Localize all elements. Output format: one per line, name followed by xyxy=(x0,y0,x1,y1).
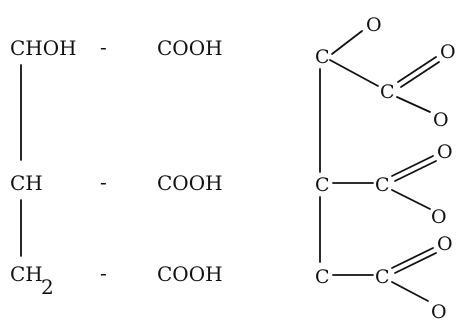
bottom-carbon: C xyxy=(315,266,330,288)
bond-top-c-ring-o xyxy=(331,30,363,55)
bond-middle-double-2 xyxy=(394,160,437,182)
right-structure: O C C O O C C O O C C O O xyxy=(315,14,456,322)
row1-acid: COOH xyxy=(157,36,223,60)
row3-dash: - xyxy=(100,261,107,285)
left-formula: CHOH - COOH CH - COOH CH 2 - COOH xyxy=(10,35,223,299)
middle-carbonyl-carbon: C xyxy=(375,174,390,196)
top-ring-oxygen: O xyxy=(366,14,382,36)
middle-double-o: O xyxy=(437,141,453,163)
bond-top-c-carbonyl xyxy=(329,59,379,87)
bond-bottom-single-o xyxy=(391,281,429,302)
bottom-carbonyl-carbon: C xyxy=(375,266,390,288)
row3-subscript: 2 xyxy=(41,275,54,299)
row1-dash: - xyxy=(100,35,107,59)
row2-dash: - xyxy=(100,170,107,194)
top-single-o: O xyxy=(433,109,449,131)
bond-top-double-1 xyxy=(397,56,437,83)
row2-group: CH xyxy=(10,171,43,195)
bottom-single-o: O xyxy=(431,301,447,322)
bond-middle-single-o xyxy=(391,189,431,210)
bond-middle-double-1 xyxy=(391,155,434,177)
bond-top-double-2 xyxy=(400,61,440,88)
top-double-o: O xyxy=(440,41,456,63)
bottom-double-o: O xyxy=(437,233,453,255)
row1-group: CHOH xyxy=(10,36,77,60)
top-carbonyl-carbon: C xyxy=(380,81,395,103)
middle-single-o: O xyxy=(431,206,447,228)
row3-acid: COOH xyxy=(157,262,223,286)
bond-bottom-double-1 xyxy=(391,247,434,269)
row3-group: CH xyxy=(10,262,43,286)
top-carbon: C xyxy=(315,46,330,68)
middle-carbon: C xyxy=(315,174,330,196)
bond-bottom-double-2 xyxy=(394,252,437,274)
row2-acid: COOH xyxy=(157,171,223,195)
bond-top-single-o xyxy=(396,96,431,113)
